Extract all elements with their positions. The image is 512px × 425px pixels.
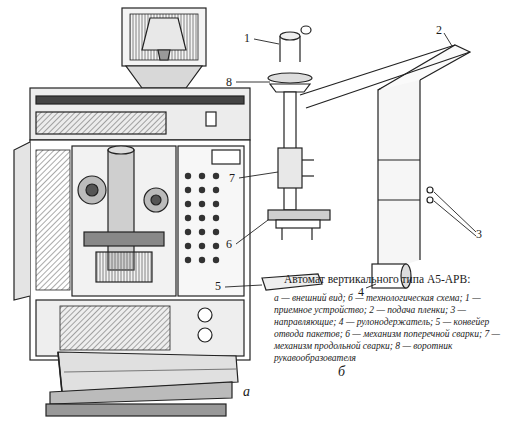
panel-button (199, 173, 205, 179)
panel-button (185, 187, 191, 193)
machine-exterior (14, 8, 250, 416)
panel-button (199, 201, 205, 207)
figure-title: Автомат вертикального типа А5-АРВ: (284, 272, 470, 286)
panel-button (213, 243, 219, 249)
panel-button (199, 243, 205, 249)
panel-button (185, 173, 191, 179)
panel-button (199, 187, 205, 193)
callout-number: 2 (436, 24, 442, 36)
panel-button (185, 201, 191, 207)
leader-line (444, 33, 452, 46)
callout-number: 5 (215, 280, 221, 292)
leader-line (434, 201, 476, 236)
panel-button (213, 187, 219, 193)
panel-button (185, 257, 191, 263)
panel-button (199, 229, 205, 235)
panel-button (213, 229, 219, 235)
panel-button (185, 243, 191, 249)
view-letter: а (243, 386, 250, 398)
panel-button (213, 215, 219, 221)
callout-number: 7 (229, 172, 235, 184)
panel-button (199, 215, 205, 221)
panel-button (185, 229, 191, 235)
callout-number: 8 (226, 76, 232, 88)
figure-caption: а — внешний вид; б — технологическая схе… (274, 292, 506, 364)
panel-button (185, 215, 191, 221)
leader-line (239, 172, 278, 178)
view-letter: б (338, 366, 345, 378)
panel-button (213, 173, 219, 179)
panel-button (199, 257, 205, 263)
leader-line (225, 285, 262, 287)
leader-line (236, 220, 268, 244)
callout-number: 3 (476, 228, 482, 240)
panel-button (213, 201, 219, 207)
leader-line (434, 192, 476, 232)
callout-number: 6 (226, 238, 232, 250)
process-scheme (262, 26, 470, 290)
leader-line (254, 39, 279, 44)
callout-number: 1 (244, 32, 250, 44)
panel-button (213, 257, 219, 263)
leader-line (236, 82, 270, 83)
